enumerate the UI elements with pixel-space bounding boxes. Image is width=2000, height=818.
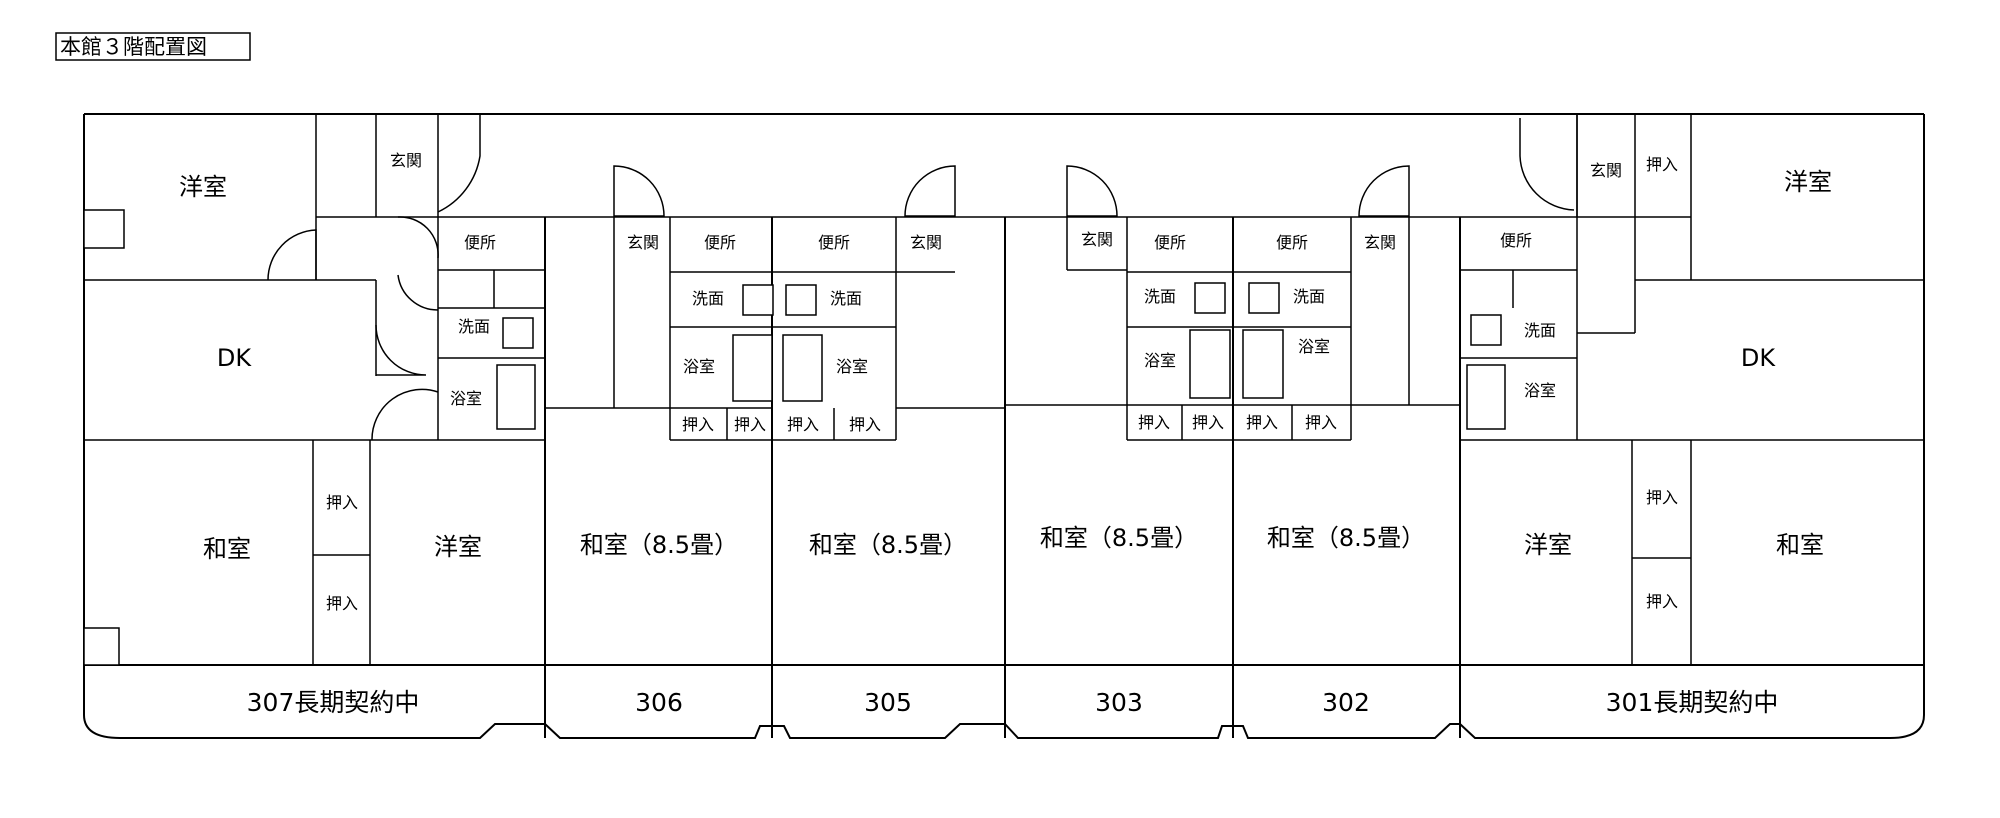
unit-label-305: 305 [864, 688, 912, 717]
room-main: 和室（8.5畳） [580, 531, 738, 559]
room-oshiire: 押入 [1305, 413, 1337, 432]
unit-307: 洋室 DK 和室 洋室 押入 押入 玄関 便所 洗面 浴室 307長期契約中 [83, 113, 545, 717]
bathtub [1189, 329, 1231, 399]
room-genkan: 玄関 [1590, 161, 1622, 180]
room-senmen: 洗面 [1293, 287, 1325, 306]
bathtub [782, 334, 823, 402]
room-benjo: 便所 [1154, 233, 1186, 252]
room-oshiire: 押入 [849, 415, 881, 434]
room-washitsu: 和室 [203, 535, 251, 563]
washbasin [1194, 282, 1226, 314]
unit-label-303: 303 [1095, 688, 1143, 717]
room-oshiire: 押入 [1138, 413, 1170, 432]
room-yokushitsu: 浴室 [836, 357, 868, 376]
title-box [55, 32, 251, 61]
room-yokushitsu: 浴室 [1524, 381, 1556, 400]
room-oshiire: 押入 [1646, 155, 1678, 174]
unit-label-306: 306 [635, 688, 683, 717]
room-benjo: 便所 [818, 233, 850, 252]
room-senmen: 洗面 [1524, 321, 1556, 340]
page-title: 本館３階配置図 [60, 35, 207, 59]
unit-label-301: 301長期契約中 [1606, 688, 1779, 717]
room-oshiire: 押入 [787, 415, 819, 434]
room-genkan: 玄関 [390, 151, 422, 170]
bathtub [496, 364, 536, 430]
unit-302: 和室（8.5畳） 便所 玄関 洗面 浴室 押入 押入 302 [1233, 165, 1460, 717]
washbasin [742, 284, 774, 316]
room-genkan: 玄関 [910, 233, 942, 252]
unit-label-307: 307長期契約中 [247, 688, 420, 717]
washbasin [1470, 314, 1502, 346]
room-yokushitsu: 浴室 [1144, 351, 1176, 370]
bathtub [1466, 364, 1506, 430]
room-benjo: 便所 [464, 233, 496, 252]
room-oshiire: 押入 [1192, 413, 1224, 432]
bathtub [732, 334, 773, 402]
room-washitsu: 和室 [1776, 531, 1824, 559]
unit-305: 和室（8.5畳） 便所 玄関 洗面 浴室 押入 押入 305 [772, 165, 1005, 717]
room-yoshitsu-2: 洋室 [1524, 531, 1572, 559]
room-benjo: 便所 [1500, 231, 1532, 250]
room-oshiire: 押入 [326, 594, 358, 613]
room-genkan: 玄関 [1364, 233, 1396, 252]
room-benjo: 便所 [1276, 233, 1308, 252]
room-main: 和室（8.5畳） [1267, 524, 1425, 552]
room-yoshitsu: 洋室 [1784, 168, 1832, 196]
room-oshiire: 押入 [734, 415, 766, 434]
room-yoshitsu: 洋室 [179, 173, 227, 201]
room-dk: DK [217, 344, 252, 372]
room-yokushitsu: 浴室 [1298, 337, 1330, 356]
bathtub [1242, 329, 1284, 399]
room-senmen: 洗面 [830, 289, 862, 308]
room-yoshitsu-2: 洋室 [434, 533, 482, 561]
washbasin [785, 284, 817, 316]
room-yokushitsu: 浴室 [683, 357, 715, 376]
room-main: 和室（8.5畳） [1040, 524, 1198, 552]
washbasin [1248, 282, 1280, 314]
room-genkan: 玄関 [627, 233, 659, 252]
unit-303: 和室（8.5畳） 玄関 便所 洗面 浴室 押入 押入 303 [1005, 165, 1233, 717]
room-genkan: 玄関 [1081, 230, 1113, 249]
washbasin [502, 317, 534, 349]
room-oshiire: 押入 [682, 415, 714, 434]
unit-301: 洋室 DK 和室 洋室 押入 押入 押入 玄関 便所 洗面 浴室 301長期契約… [1460, 113, 1924, 717]
room-senmen: 洗面 [458, 317, 490, 336]
unit-306: 和室（8.5畳） 玄関 便所 洗面 浴室 押入 押入 306 [545, 165, 774, 717]
room-oshiire: 押入 [1646, 488, 1678, 507]
room-dk: DK [1741, 344, 1776, 372]
room-senmen: 洗面 [1144, 287, 1176, 306]
room-benjo: 便所 [704, 233, 736, 252]
room-oshiire: 押入 [1246, 413, 1278, 432]
room-main: 和室（8.5畳） [809, 531, 967, 559]
room-oshiire: 押入 [1646, 592, 1678, 611]
unit-label-302: 302 [1322, 688, 1370, 717]
room-senmen: 洗面 [692, 289, 724, 308]
room-yokushitsu: 浴室 [450, 389, 482, 408]
room-oshiire: 押入 [326, 493, 358, 512]
